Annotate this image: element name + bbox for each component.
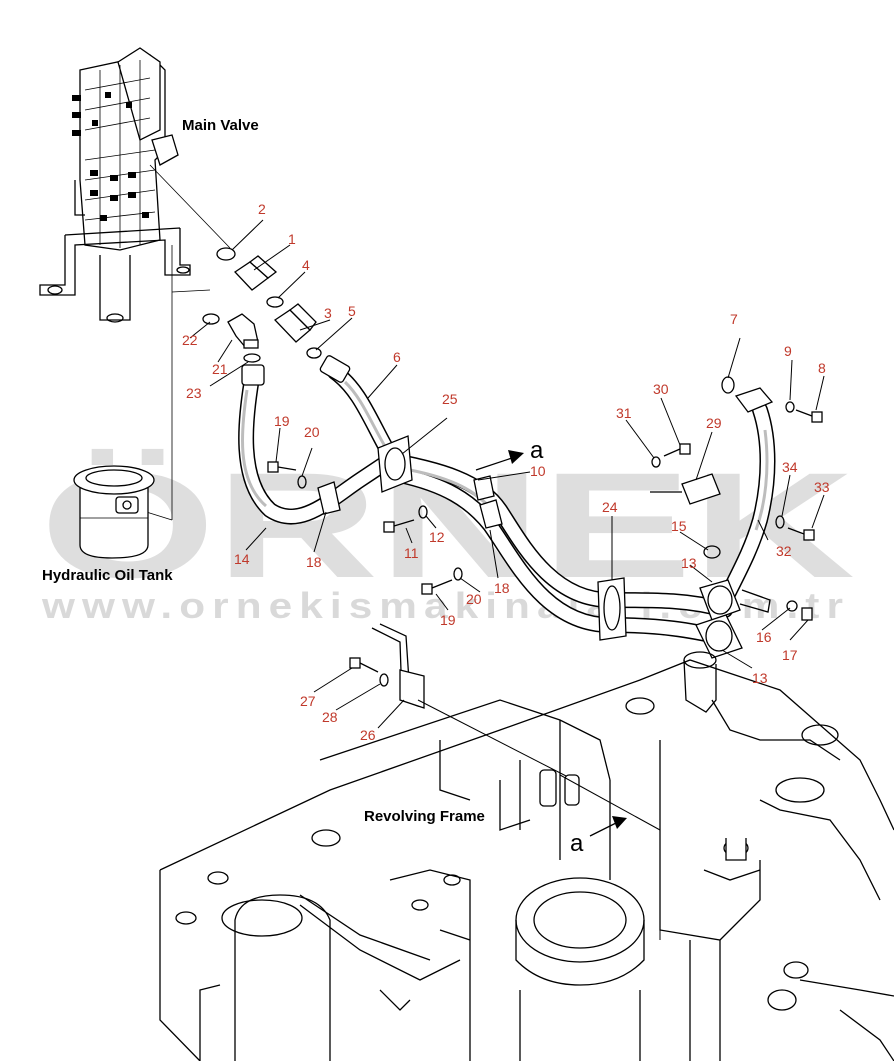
fitting-o-ring-2 [216, 247, 236, 261]
bolt-30 [663, 443, 691, 457]
part-number-1: 1 [288, 231, 296, 247]
part-number-16: 16 [756, 629, 772, 645]
view-arrow-upper [475, 450, 524, 471]
part-number-8: 8 [818, 360, 826, 376]
part-number-30: 30 [653, 381, 669, 397]
bolt-19-lower [421, 579, 453, 595]
part-number-25: 25 [442, 391, 458, 407]
part-number-20-lower: 20 [466, 591, 482, 607]
pipe-main [382, 452, 733, 646]
clamp-13-upper [699, 579, 741, 621]
clamp-18-right [473, 475, 503, 529]
clamp-18-left [317, 481, 341, 515]
view-arrow-upper-label: a [530, 437, 544, 464]
o-ring-7 [721, 376, 735, 394]
elbow-21 [227, 313, 259, 349]
washer-34 [775, 515, 785, 529]
bracket-26 [371, 623, 425, 709]
part-number-14: 14 [234, 551, 250, 567]
part-number-32: 32 [776, 543, 792, 559]
part-number-23: 23 [186, 385, 202, 401]
bolt-33 [787, 527, 815, 541]
part-number-34: 34 [782, 459, 798, 475]
washer-9 [785, 401, 795, 413]
part-number-28: 28 [322, 709, 338, 725]
part-number-24: 24 [602, 499, 618, 515]
bolt-27 [349, 657, 379, 673]
part-number-13-lower: 13 [752, 670, 768, 686]
fitting-o-ring-22 [202, 313, 220, 325]
fitting-o-ring-23 [243, 353, 261, 363]
part-number-6: 6 [393, 349, 401, 365]
part-number-31: 31 [616, 405, 632, 421]
hose-6 [319, 355, 398, 463]
clamp-25 [377, 435, 413, 493]
part-number-29: 29 [706, 415, 722, 431]
part-number-22: 22 [182, 332, 198, 348]
hydraulic-oil-tank [73, 465, 155, 559]
fitting-1 [233, 255, 278, 291]
part-number-9: 9 [784, 343, 792, 359]
part-number-20-upper: 20 [304, 424, 320, 440]
clamp-24 [597, 577, 627, 641]
part-number-21: 21 [212, 361, 228, 377]
washer-28 [379, 673, 389, 687]
clamp-13-lower [695, 589, 771, 659]
main-valve-label: Main Valve [182, 117, 259, 134]
part-number-13-upper: 13 [681, 555, 697, 571]
part-number-11: 11 [404, 545, 419, 561]
washer-16 [786, 600, 798, 612]
part-number-10: 10 [530, 463, 546, 479]
view-arrow-lower-label: a [570, 830, 584, 857]
fitting-o-ring-5 [306, 347, 322, 359]
o-ring-15 [703, 545, 721, 559]
part-number-4: 4 [302, 257, 310, 273]
part-number-12: 12 [429, 529, 445, 545]
part-number-27: 27 [300, 693, 316, 709]
bracket-29 [650, 473, 721, 505]
part-number-26: 26 [360, 727, 376, 743]
part-number-15: 15 [671, 518, 687, 534]
part-number-2: 2 [258, 201, 266, 217]
part-number-7: 7 [730, 311, 738, 327]
part-number-19-upper: 19 [274, 413, 290, 429]
part-number-18-right: 18 [494, 580, 510, 596]
part-number-leaders [189, 219, 825, 729]
washer-31 [651, 456, 661, 468]
bolt-11 [383, 519, 415, 533]
part-number-33: 33 [814, 479, 830, 495]
part-number-3: 3 [324, 305, 332, 321]
part-number-17: 17 [782, 647, 798, 663]
part-number-5: 5 [348, 303, 356, 319]
hydraulic-oil-tank-label: Hydraulic Oil Tank [42, 567, 173, 584]
nut-17 [801, 607, 813, 621]
fitting-o-ring-4 [266, 296, 284, 308]
revolving-frame [159, 651, 894, 1061]
view-arrow-lower [589, 816, 627, 837]
bolt-19-upper [267, 461, 297, 473]
part-number-19-lower: 19 [440, 612, 456, 628]
washer-20-lower [453, 567, 463, 581]
fitting-3 [273, 303, 317, 343]
bolt-8 [795, 409, 823, 423]
washer-12 [418, 505, 428, 519]
part-numbers: 1 2 3 4 5 6 7 8 9 10 11 12 13 13 14 15 1… [182, 201, 830, 743]
part-number-18-left: 18 [306, 554, 322, 570]
main-valve [39, 47, 191, 323]
revolving-frame-label: Revolving Frame [364, 808, 485, 825]
